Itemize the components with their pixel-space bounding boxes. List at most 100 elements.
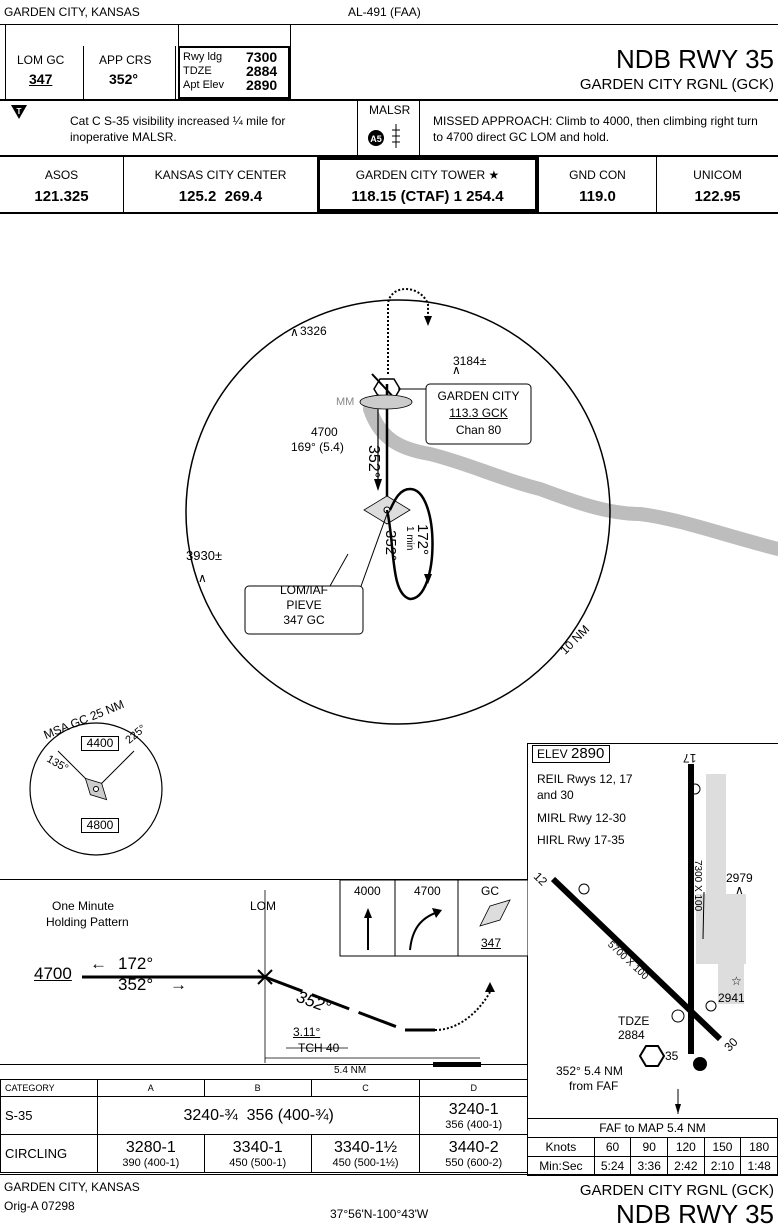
obstacle-2941: 2941	[718, 991, 745, 1005]
runway-12-30	[550, 876, 723, 1042]
faf-knots-120: 120	[667, 1137, 705, 1157]
min-circ-c-sub: 450 (500-1½)	[332, 1156, 399, 1169]
faf-knots-150: 150	[703, 1137, 742, 1157]
mi-347: 347	[481, 936, 502, 950]
min-header-category: CATEGORY	[0, 1079, 98, 1097]
obstacle-3184: 3184±	[453, 354, 487, 368]
app-crs-label: APP CRS	[99, 53, 152, 67]
msa-4800: 4800	[81, 818, 119, 833]
ten-nm-ring	[185, 299, 611, 725]
comm-center-freq: 125.2 269.4	[178, 188, 263, 205]
faf-note-1: 352° 5.4 NM	[556, 1064, 623, 1078]
profile-hold-in: 352°	[118, 975, 154, 994]
holding-text-2: Holding Pattern	[46, 915, 129, 929]
min-header-d: D	[419, 1079, 528, 1097]
middle-marker	[359, 394, 413, 410]
faf-knots-label: Knots	[527, 1137, 595, 1157]
min-header-b: B	[203, 1079, 312, 1097]
plan-view: ∧ ∧ ∧	[29, 288, 778, 856]
footer-amendment: Orig-A 07298	[4, 1199, 75, 1213]
elev-box	[532, 745, 610, 763]
malsr-icon: A5	[366, 122, 410, 150]
min-circ-d-main: 3440-2	[448, 1138, 499, 1156]
rwy-ldg-label: Rwy ldg	[183, 51, 223, 63]
runway-17-label: 17	[683, 751, 697, 765]
diagram-tdze-label: TDZE	[618, 1014, 650, 1028]
lighting-reil-2: and 30	[537, 788, 574, 802]
comm-center-label: KANSAS CITY CENTER	[154, 168, 287, 182]
faf-time-60: 5:24	[593, 1156, 632, 1176]
apt-elev-label: Apt Elev	[183, 79, 224, 91]
lom-name: PIEVE	[286, 598, 322, 612]
obstacle-2941-icon: ☆	[731, 974, 742, 988]
vor-freq: 113.3 GCK	[449, 406, 508, 420]
footer-city-state: GARDEN CITY, KANSAS	[4, 1180, 140, 1194]
footer-coords: 37°56'N-100°43'W	[330, 1207, 429, 1221]
malsr-label: MALSR	[369, 103, 411, 117]
msa-circle	[29, 722, 163, 856]
faf-time-120: 2:42	[667, 1156, 705, 1176]
airport-drawing	[550, 764, 746, 1114]
min-circ-a-sub: 390 (400-1)	[122, 1156, 180, 1169]
obstacle-3326: 3326	[300, 324, 327, 338]
profile-lom: LOM	[250, 899, 277, 913]
briefing-note: Cat C S-35 visibility increased ¼ mile f…	[70, 114, 286, 144]
profile-gs: 3.11°	[293, 1025, 321, 1039]
min-s35-label: S-35	[0, 1096, 98, 1135]
comm-asos-freq: 121.325	[34, 188, 89, 205]
footer-title: NDB RWY 35	[616, 1199, 774, 1229]
vor-chan: Chan 80	[455, 423, 502, 437]
runway-35-label: 35	[665, 1049, 679, 1063]
airport-name: GARDEN CITY RGNL (GCK)	[579, 76, 774, 93]
comm-tower-label: GARDEN CITY TOWER ★	[355, 168, 500, 182]
lighting-mirl: MIRL Rwy 12-30	[537, 811, 626, 825]
profile-dist: 5.4 NM	[332, 1065, 369, 1076]
rwy-data-box: Rwy ldg 7300 TDZE 2884 Apt Elev 2890	[178, 46, 290, 99]
hold-172: 172°	[414, 524, 431, 556]
faf-knots-180: 180	[740, 1137, 778, 1157]
holding-text-1: One Minute	[52, 899, 115, 913]
comm-gnd-label: GND CON	[569, 168, 626, 182]
comm-gnd-freq: 119.0	[579, 188, 616, 205]
msa-4400: 4400	[81, 736, 119, 751]
comm-tower-freq: 118.15 (CTAF) 1 254.4	[351, 188, 504, 205]
profile-alt: 4700	[34, 964, 72, 983]
river	[363, 402, 778, 556]
min-circ-c-main: 3340-1½	[333, 1138, 398, 1156]
faf-time-90: 3:36	[630, 1156, 669, 1176]
app-crs-value: 352°	[109, 71, 138, 87]
right-arrow-icon: →	[170, 975, 187, 994]
chart-title: NDB RWY 35	[616, 44, 774, 74]
lighting-hirl: HIRL Rwy 17-35	[537, 833, 625, 847]
mm-label: MM	[336, 396, 355, 408]
min-circ-d-sub: 550 (600-2)	[445, 1156, 503, 1169]
obstacle-3930: 3930±	[186, 548, 223, 563]
min-circ-a-main: 3280-1	[125, 1138, 176, 1156]
profile-tch: TCH 40	[298, 1041, 340, 1055]
tdze-label: TDZE	[183, 65, 212, 77]
app-crs-box: APP CRS 352°	[83, 46, 176, 99]
missed-approach-text: MISSED APPROACH: Climb to 4000, then cli…	[433, 114, 758, 144]
hold-1min: 1 min	[404, 526, 415, 551]
diagram-tdze-value: 2884	[618, 1028, 645, 1042]
comm-unicom-label: UNICOM	[693, 168, 742, 182]
inbound-course-352: 352°	[365, 445, 382, 479]
faf-note-2: from FAF	[569, 1079, 619, 1093]
footer-airport: GARDEN CITY RGNL (GCK)	[579, 1182, 774, 1199]
lighting-reil: REIL Rwys 12, 17	[537, 772, 633, 786]
mi-4000: 4000	[354, 884, 381, 898]
faf-map-table: FAF to MAP 5.4 NM Knots 60 90 120 150 18…	[527, 1118, 778, 1176]
min-circling-label: CIRCLING	[0, 1134, 98, 1173]
apt-elev-value: 2890	[246, 77, 278, 93]
alt-4700: 4700	[311, 425, 338, 439]
tower-box	[317, 157, 538, 212]
comm-unicom-freq: 122.95	[694, 188, 741, 205]
min-s35-abc: 3240-¾ 356 (400-¾)	[96, 1096, 421, 1135]
svg-text:∧: ∧	[452, 363, 461, 377]
runway-17-dim: 7300 X 100	[692, 860, 703, 912]
header-city-state: GARDEN CITY, KANSAS	[4, 5, 140, 19]
lom-iaf-label: LOM/IAF	[279, 583, 328, 597]
comm-asos-label: ASOS	[44, 168, 79, 182]
min-header-a: A	[96, 1079, 205, 1097]
min-s35-d-sub: 356 (400-1)	[445, 1118, 503, 1131]
